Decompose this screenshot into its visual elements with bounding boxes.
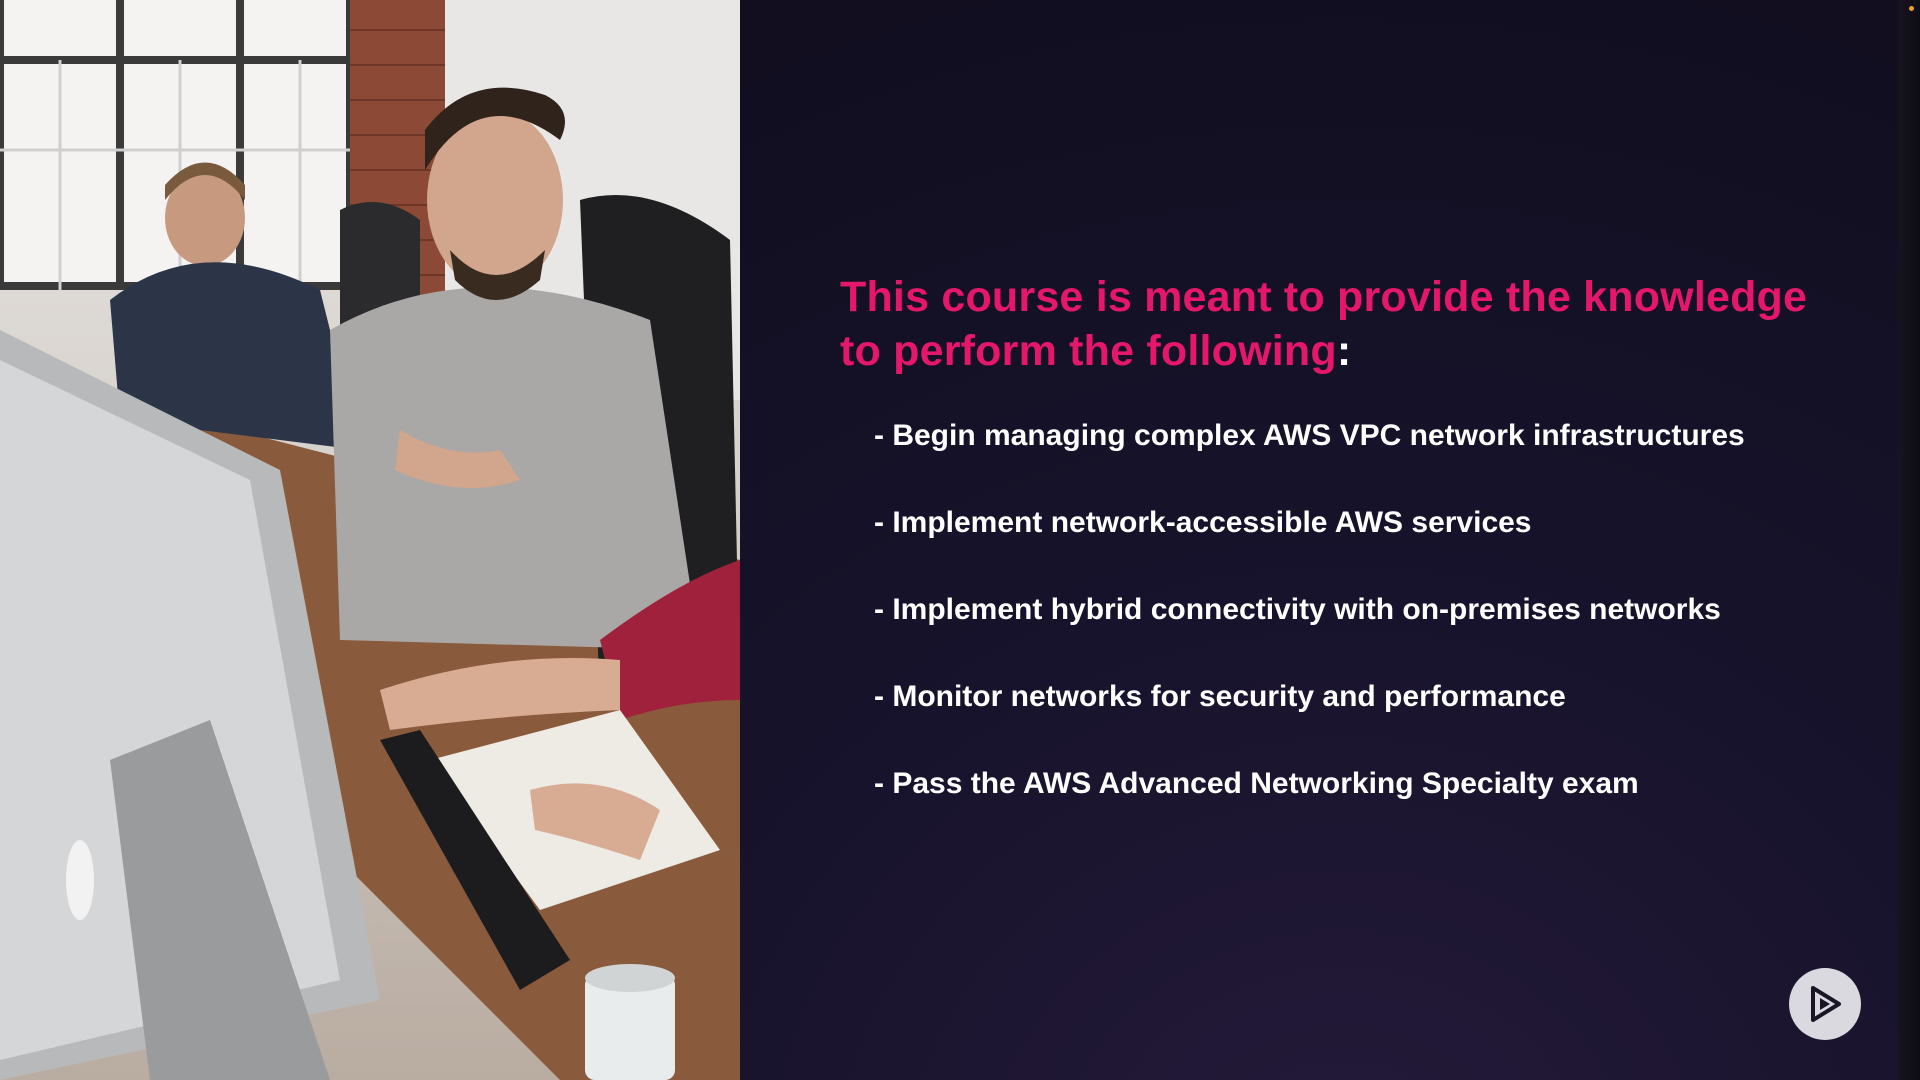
status-dot — [1909, 6, 1914, 11]
objectives-list: - Begin managing complex AWS VPC network… — [874, 418, 1840, 802]
objective-item: - Monitor networks for security and perf… — [874, 680, 1566, 713]
office-photo-illustration — [0, 0, 740, 1080]
slide-headline: This course is meant to provide the know… — [840, 270, 1840, 378]
objective-item: - Implement network-accessible AWS servi… — [874, 506, 1532, 539]
office-photo — [0, 0, 740, 1080]
headline-colon: : — [1336, 327, 1352, 375]
objective-item: - Implement hybrid connectivity with on-… — [874, 593, 1721, 626]
window-edge — [1898, 0, 1920, 1080]
objective-item: - Begin managing complex AWS VPC network… — [874, 419, 1745, 452]
play-logo-button[interactable] — [1789, 968, 1861, 1040]
slide-content: This course is meant to provide the know… — [840, 270, 1840, 853]
objective-item: - Pass the AWS Advanced Networking Speci… — [874, 767, 1639, 800]
play-logo-icon — [1811, 986, 1841, 1022]
headline-text: This course is meant to provide the know… — [840, 273, 1808, 375]
